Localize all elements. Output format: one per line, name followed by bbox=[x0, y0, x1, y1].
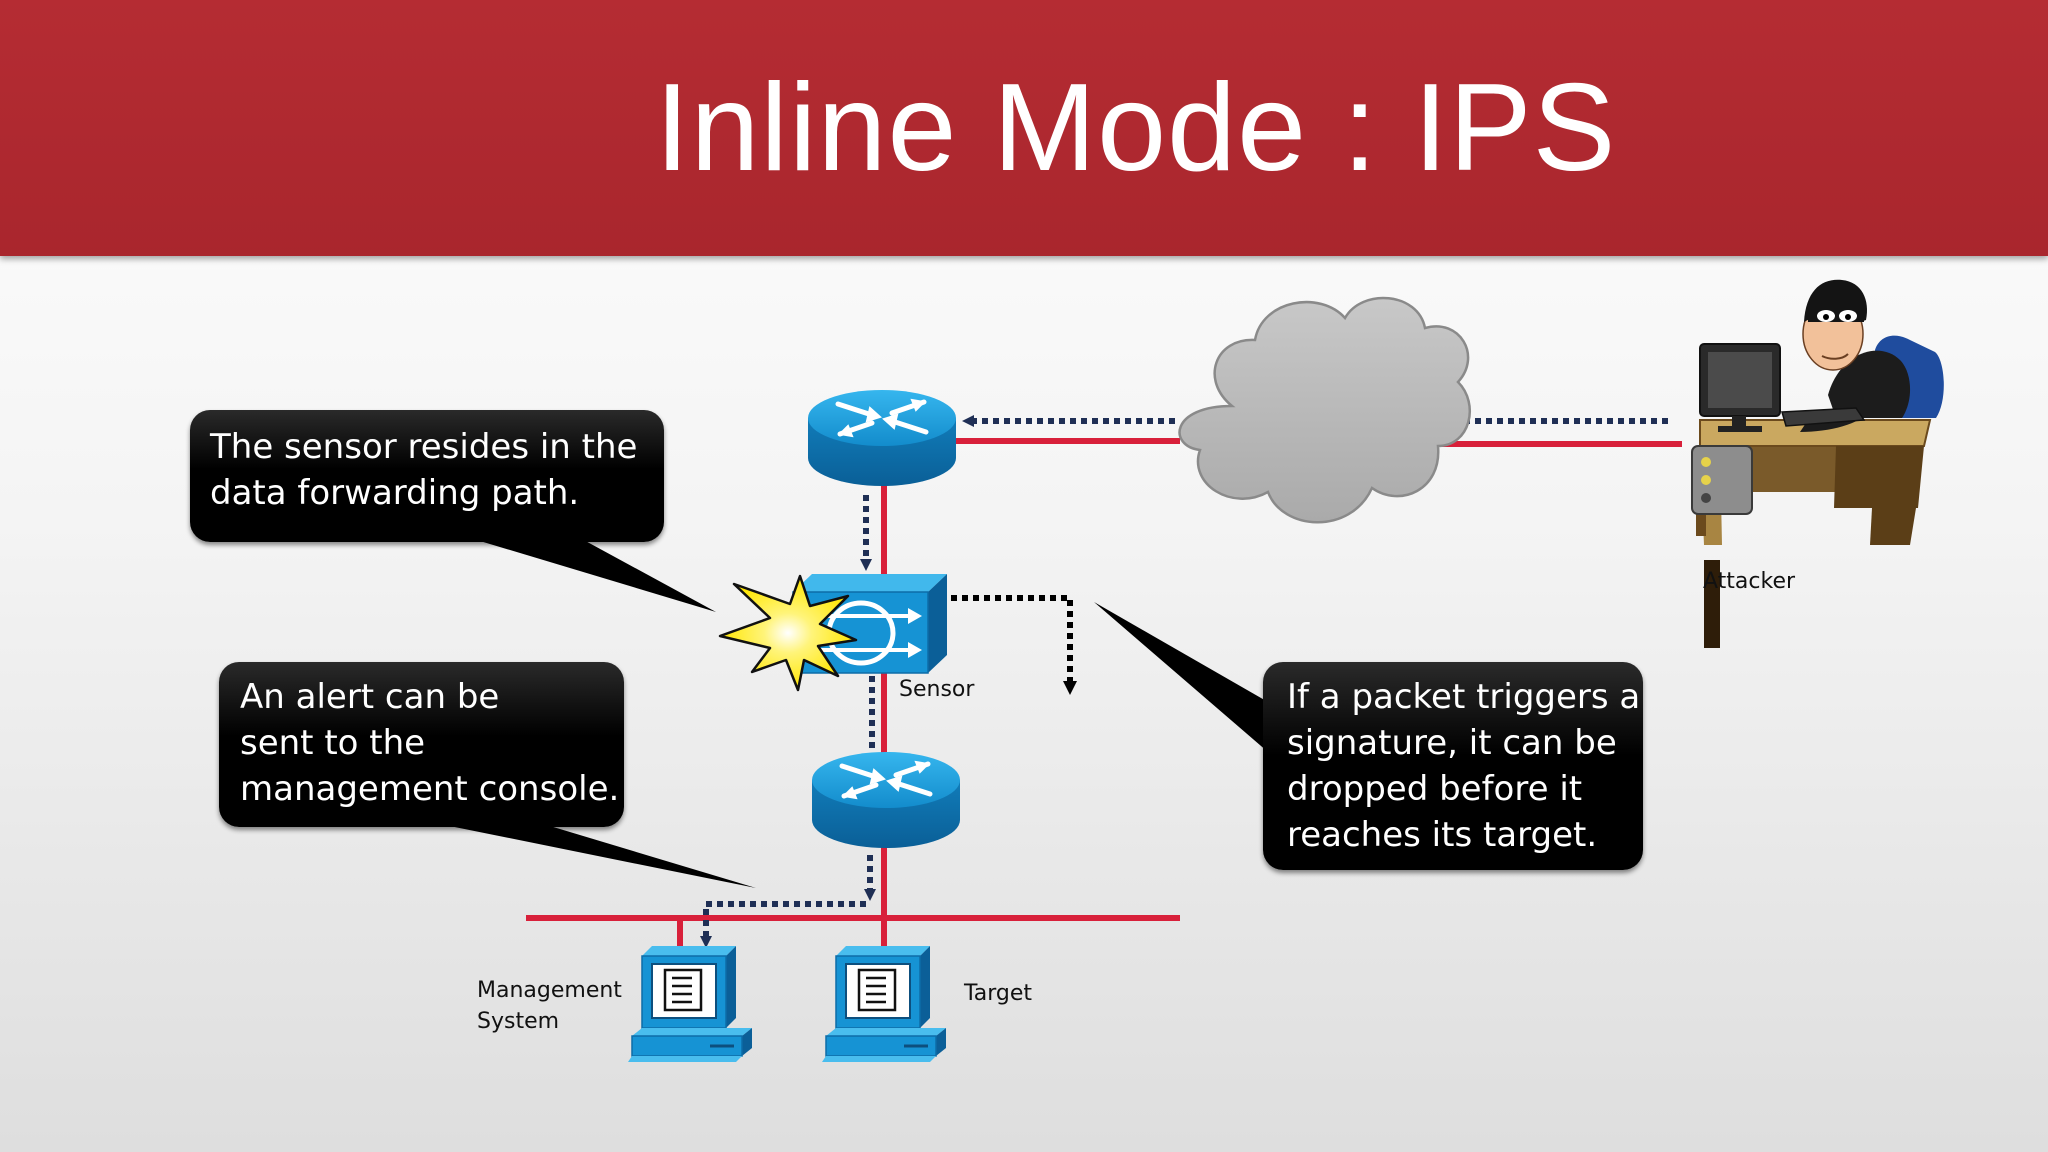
sensor-label: Sensor bbox=[899, 677, 975, 702]
traffic-flow bbox=[700, 415, 1668, 948]
title-banner bbox=[0, 0, 2048, 256]
callout-tail-sensor-path bbox=[470, 538, 716, 612]
router-icon bbox=[808, 390, 956, 486]
callout-drop: If a packet triggers a signature, it can… bbox=[1263, 662, 1643, 870]
callout-sensor-path: The sensor resides in the data forwardin… bbox=[190, 410, 664, 542]
flow-dropped-packet bbox=[940, 595, 1077, 695]
callout-alert: An alert can be sent to the management c… bbox=[219, 662, 624, 827]
management-system-label: Management System bbox=[477, 978, 622, 1034]
workstation-icon bbox=[822, 946, 946, 1062]
explosion-icon bbox=[718, 574, 858, 692]
cloud-icon bbox=[1178, 296, 1472, 524]
router-icon bbox=[812, 752, 960, 848]
page-title: Inline Mode : IPS bbox=[655, 59, 1617, 197]
flow-alert-to-management bbox=[700, 901, 866, 948]
callout-tail-alert bbox=[420, 820, 756, 888]
callout-tail-drop bbox=[1094, 602, 1268, 752]
attacker-icon bbox=[1691, 279, 1944, 648]
target-label: Target bbox=[964, 981, 1033, 1006]
attacker-label: Attacker bbox=[1703, 569, 1796, 594]
workstation-icon bbox=[628, 946, 752, 1062]
